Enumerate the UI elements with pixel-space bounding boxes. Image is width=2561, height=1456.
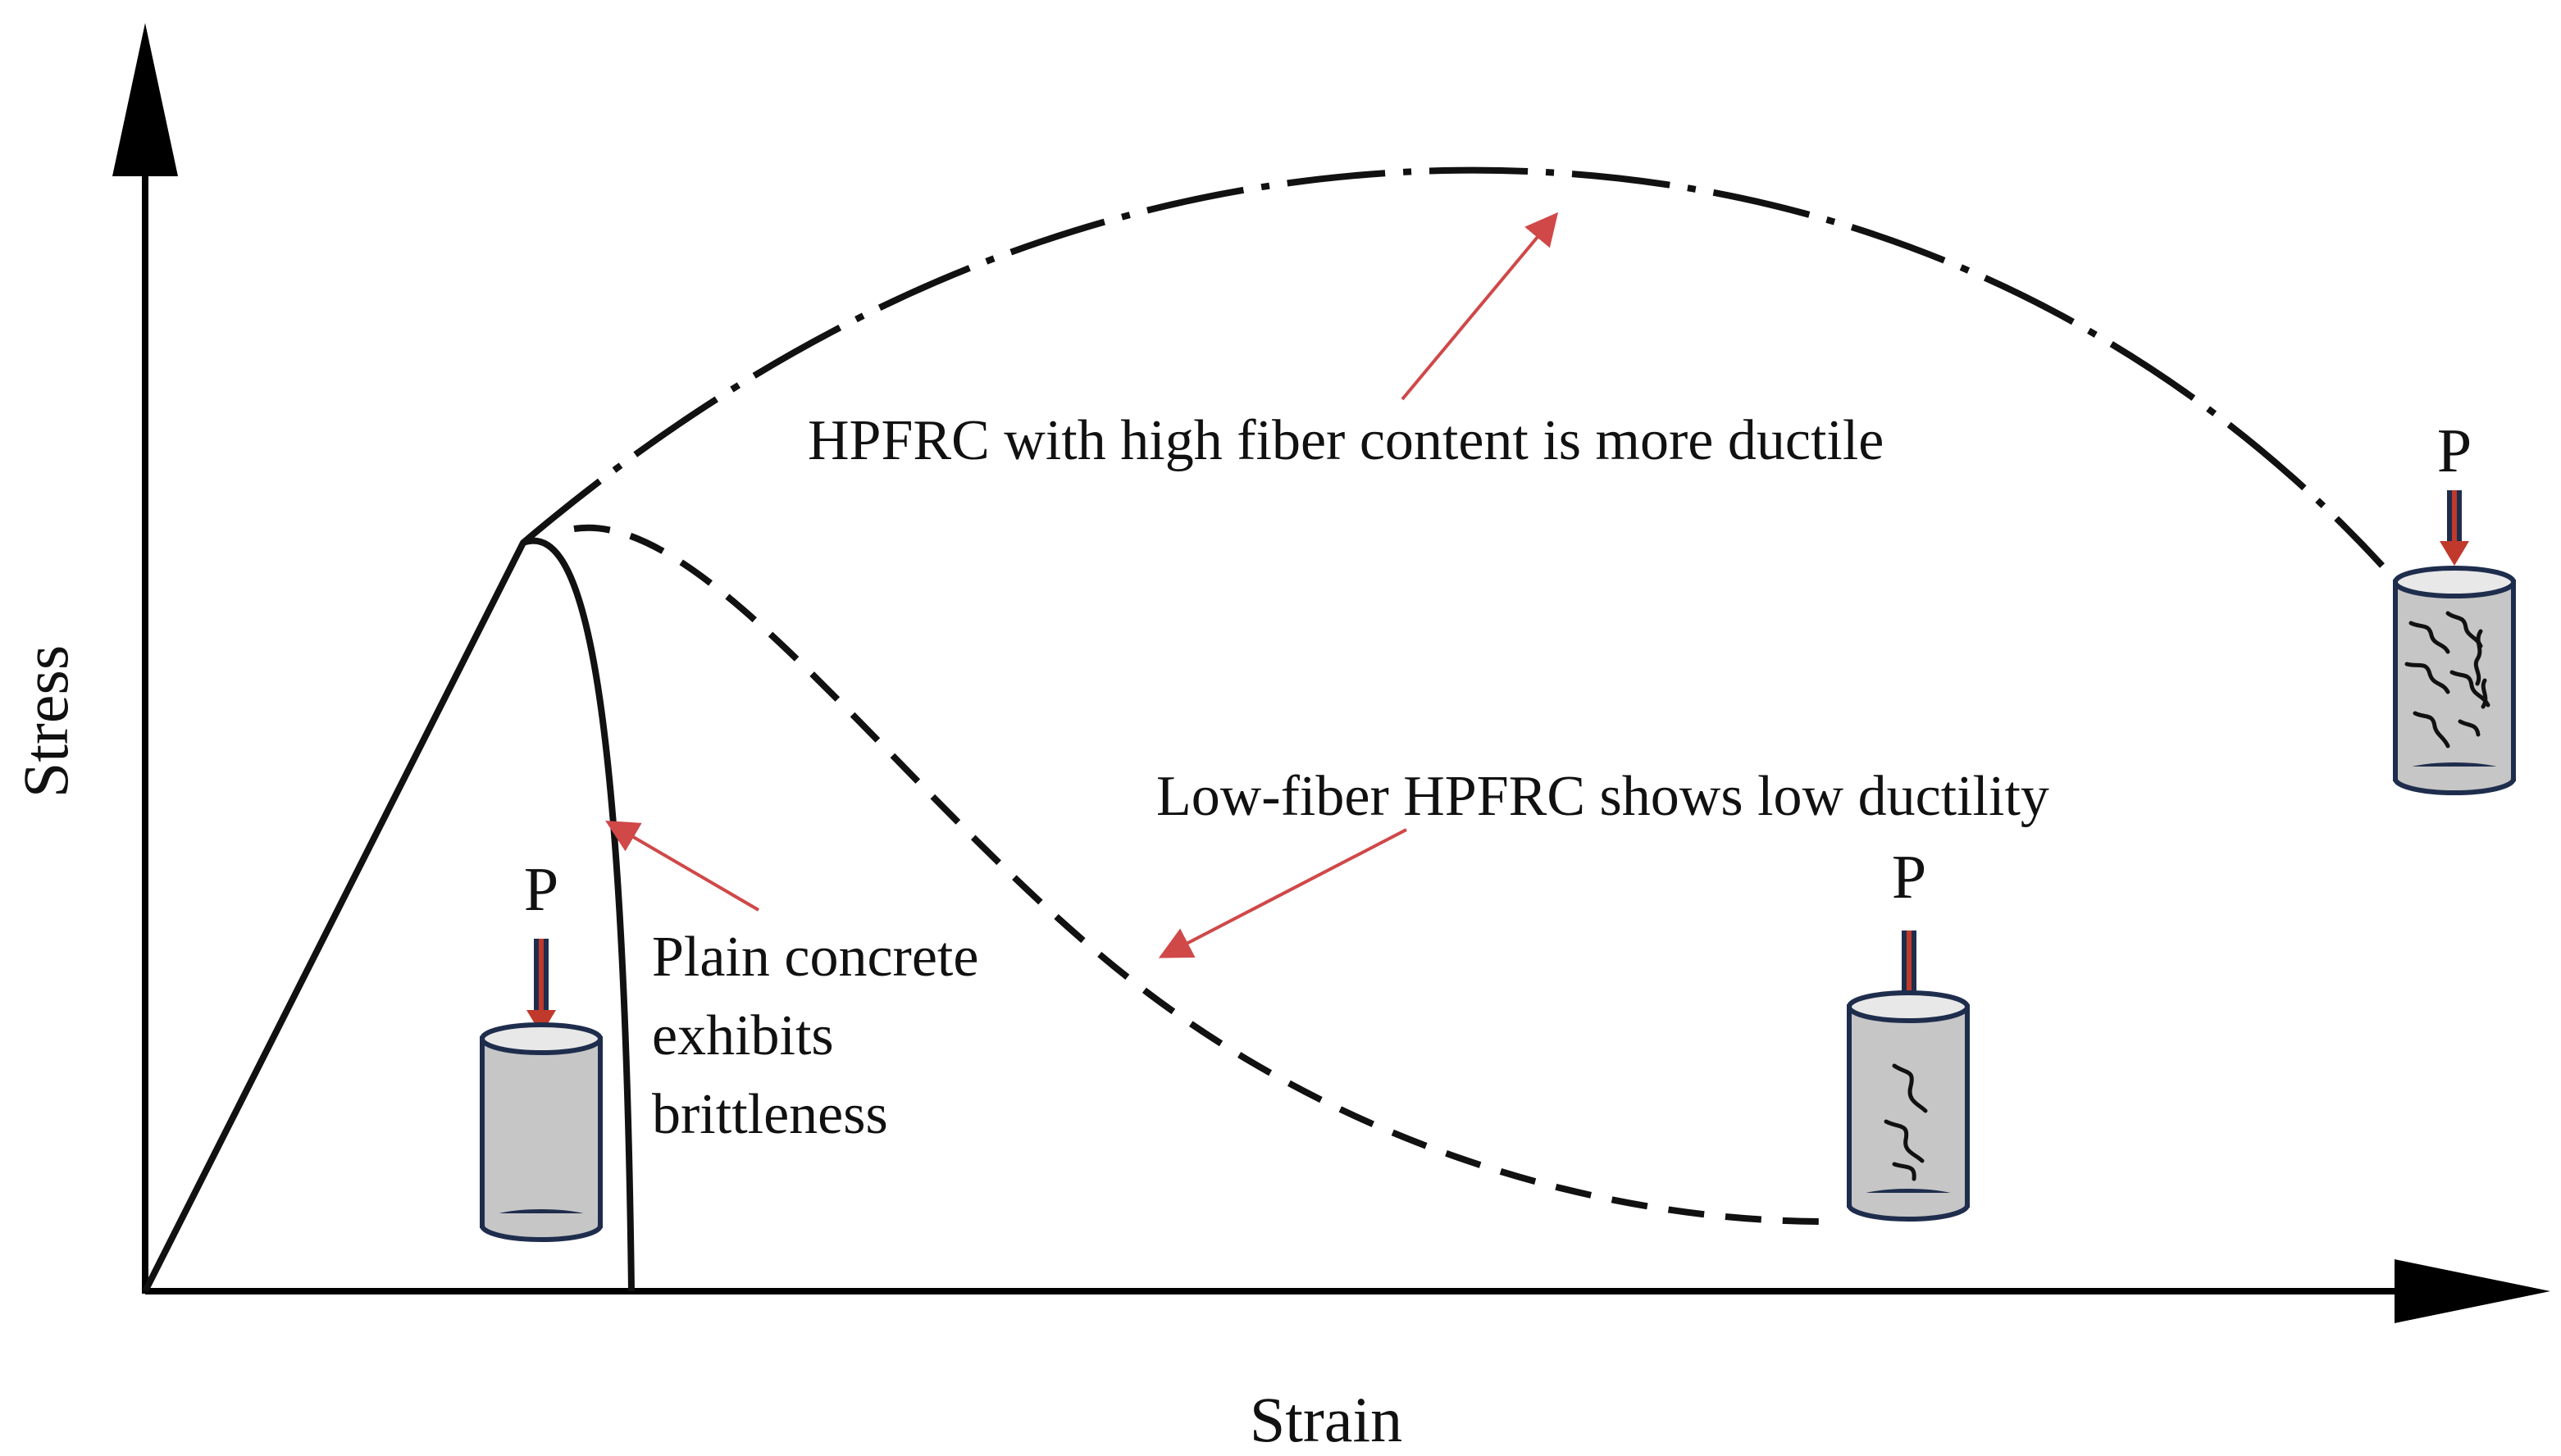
fibers [2404, 611, 2490, 748]
load-label-p: P [2437, 416, 2472, 485]
fibers [1884, 1063, 1928, 1181]
y-axis-arrowhead [112, 23, 178, 176]
specimen-body [1847, 1004, 1970, 1208]
axes [112, 23, 2550, 1323]
high-fiber-hpfrc-curve [521, 166, 2385, 568]
low-fiber-annotation: Low-fiber HPFRC shows low ductility [1156, 765, 2049, 828]
specimen-body [2393, 580, 2516, 781]
annotation-arrows [605, 212, 1559, 958]
x-axis-arrowhead [2395, 1259, 2550, 1323]
plain-concrete-specimen: P [480, 855, 603, 1242]
load-label-p: P [524, 855, 558, 924]
high-fiber-specimen: P [2393, 416, 2516, 795]
plain-concrete-annotation-line2: exhibits [652, 1004, 834, 1067]
plain-concrete-curve [142, 537, 635, 1293]
high-fiber-pointer-arrow [1401, 212, 1559, 401]
high-fiber-annotation: HPFRC with high fiber content is more du… [808, 409, 1884, 472]
x-axis-label: Strain [1250, 1384, 1402, 1455]
low-fiber-pointer-arrow [1158, 828, 1407, 958]
specimen-top [480, 1022, 603, 1055]
load-label-p: P [1892, 843, 1926, 912]
specimen-body [480, 1036, 603, 1228]
y-axis-label: Stress [10, 645, 81, 798]
plain-concrete-annotation-line3: brittleness [652, 1083, 888, 1146]
plain-concrete-annotation-line1: Plain concrete [652, 926, 978, 989]
plain-concrete-pointer-arrow [605, 820, 760, 912]
low-fiber-specimen: P [1847, 843, 1970, 1222]
specimen-top [1847, 990, 1970, 1023]
low-fiber-hpfrc-curve [573, 524, 1825, 1225]
curves [142, 166, 2385, 1293]
specimen-top [2393, 566, 2516, 598]
